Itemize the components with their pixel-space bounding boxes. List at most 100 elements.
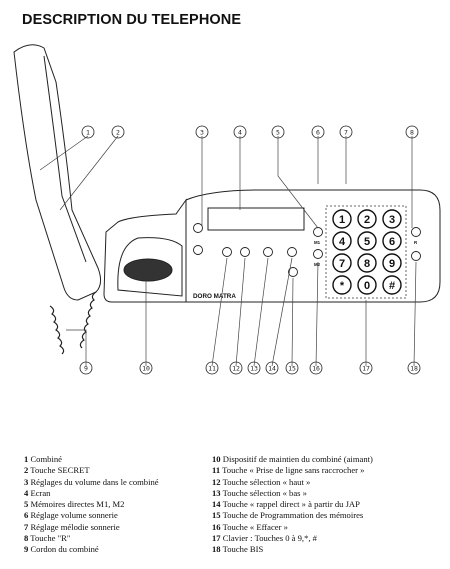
- legend-number: 14: [212, 499, 221, 510]
- legend-number: 2: [24, 465, 29, 476]
- legend-number: 6: [24, 510, 29, 521]
- legend-item: 4 Ecran: [24, 488, 214, 499]
- legend-text: Réglage volume sonnerie: [28, 510, 118, 521]
- callout-13-circle: [247, 361, 261, 375]
- legend-item: 18 Touche BIS: [212, 544, 448, 555]
- redial-button: [411, 251, 421, 261]
- legend-text: Cordon du combiné: [28, 544, 99, 555]
- key-10-shape: [357, 275, 377, 295]
- legend-text: Combiné: [28, 454, 62, 464]
- callout-4: 4: [238, 128, 242, 136]
- key-8-label: 9: [389, 258, 395, 270]
- legend-item: 16 Touche « Effacer »: [212, 522, 448, 533]
- callout-15: 15: [288, 364, 296, 372]
- legend-item: 7 Réglage mélodie sonnerie: [24, 522, 214, 533]
- key-4-label: 5: [364, 236, 370, 248]
- legend-item: 10 Dispositif de maintien du combiné (ai…: [212, 454, 448, 465]
- callback-button: [287, 247, 297, 257]
- legend-number: 3: [24, 476, 29, 487]
- handset-inner-edge: [43, 55, 87, 263]
- brand-logo: DORO MATRA: [193, 293, 236, 300]
- key-1-label: 2: [364, 214, 370, 226]
- legend-number: 15: [212, 510, 221, 521]
- legend-item: 9 Cordon du combiné: [24, 544, 214, 555]
- legend-item: 17 Clavier : Touches 0 à 9,*, #: [212, 533, 448, 544]
- callout-3: 3: [200, 128, 204, 136]
- memory-m1-button: [313, 227, 323, 237]
- legend-item: 11 Touche « Prise de ligne sans raccroch…: [212, 465, 448, 476]
- legend-item: 3 Réglages du volume dans le combiné: [24, 477, 214, 488]
- keypad-frame: [325, 205, 407, 299]
- legend-text: Mémoires directes M1, M2: [28, 499, 125, 510]
- callout-14-circle: [265, 361, 279, 375]
- callout-13: 13: [250, 364, 258, 372]
- key-7-label: 8: [364, 258, 370, 270]
- down-select-button: [263, 247, 273, 257]
- legend-item: 8 Touche "R": [24, 533, 214, 544]
- key-10-label: 0: [364, 280, 370, 292]
- legend-number: 4: [24, 487, 29, 498]
- key-3-label: 4: [339, 236, 346, 248]
- m2-label: M2: [314, 262, 321, 267]
- legend-number: 8: [24, 533, 29, 544]
- legend-number: 5: [24, 499, 29, 510]
- key-7-shape: [357, 253, 377, 273]
- magnet-holder: [123, 258, 173, 282]
- key-3-shape: [332, 231, 352, 251]
- callout-2-circle: [111, 125, 125, 139]
- callout-9: 9: [84, 364, 88, 372]
- callout-10: 10: [142, 364, 150, 372]
- callout-17: 17: [362, 364, 370, 372]
- legend-item: 15 Touche de Programmation des mémoires: [212, 510, 448, 521]
- callout-14: 14: [268, 364, 276, 372]
- callout-16: 16: [312, 364, 320, 372]
- callout-18: 18: [410, 364, 418, 372]
- legend-text: Réglage mélodie sonnerie: [28, 521, 120, 532]
- line-without-hangup-button: [222, 247, 232, 257]
- console: [185, 189, 441, 303]
- handset-cord: [49, 291, 97, 355]
- up-select-button: [240, 247, 250, 257]
- key-0-shape: [332, 209, 352, 229]
- key-2-shape: [382, 209, 402, 229]
- key-4-shape: [357, 231, 377, 251]
- legend-number: 9: [24, 544, 29, 555]
- key-11-label: #: [389, 280, 395, 292]
- legend-text: Touche sélection « haut »: [220, 476, 311, 487]
- legend-text: Dispositif de maintien du combiné (aiman…: [220, 454, 373, 464]
- callout-12: 12: [232, 364, 240, 372]
- legend-item: 13 Touche sélection « bas »: [212, 488, 448, 499]
- legend-text: Touche « rappel direct » à partir du JAP: [220, 499, 360, 510]
- key-1-shape: [357, 209, 377, 229]
- key-8-shape: [382, 253, 402, 273]
- cradle: [117, 237, 183, 297]
- legend-number: 11: [212, 465, 221, 476]
- legend-right: 10 Dispositif de maintien du combiné (ai…: [212, 454, 448, 556]
- key-5-label: 6: [389, 236, 395, 248]
- callout-6: 6: [316, 128, 320, 136]
- phone-base: [103, 198, 187, 303]
- volume-down-button: [193, 245, 203, 255]
- legend-text: Touche SECRET: [28, 465, 90, 476]
- callout-7: 7: [344, 128, 348, 136]
- callout-2: 2: [116, 128, 120, 136]
- callout-1-circle: [81, 125, 95, 139]
- legend-item: 1 Combiné: [24, 454, 214, 465]
- key-6-label: 7: [339, 258, 345, 270]
- key-6-shape: [332, 253, 352, 273]
- key-2-label: 3: [389, 214, 395, 226]
- m1-label: M1: [314, 240, 321, 245]
- callout-5: 5: [276, 128, 280, 136]
- legend-text: Touche « Prise de ligne sans raccrocher …: [220, 465, 365, 476]
- key-9-label: *: [340, 280, 345, 292]
- legend-item: 5 Mémoires directes M1, M2: [24, 499, 214, 510]
- display-screen: [207, 207, 305, 231]
- callout-8: 8: [410, 128, 414, 136]
- r-label: R: [414, 240, 418, 245]
- handset: [13, 44, 102, 301]
- key-9-shape: [332, 275, 352, 295]
- legend-item: 12 Touche sélection « haut »: [212, 477, 448, 488]
